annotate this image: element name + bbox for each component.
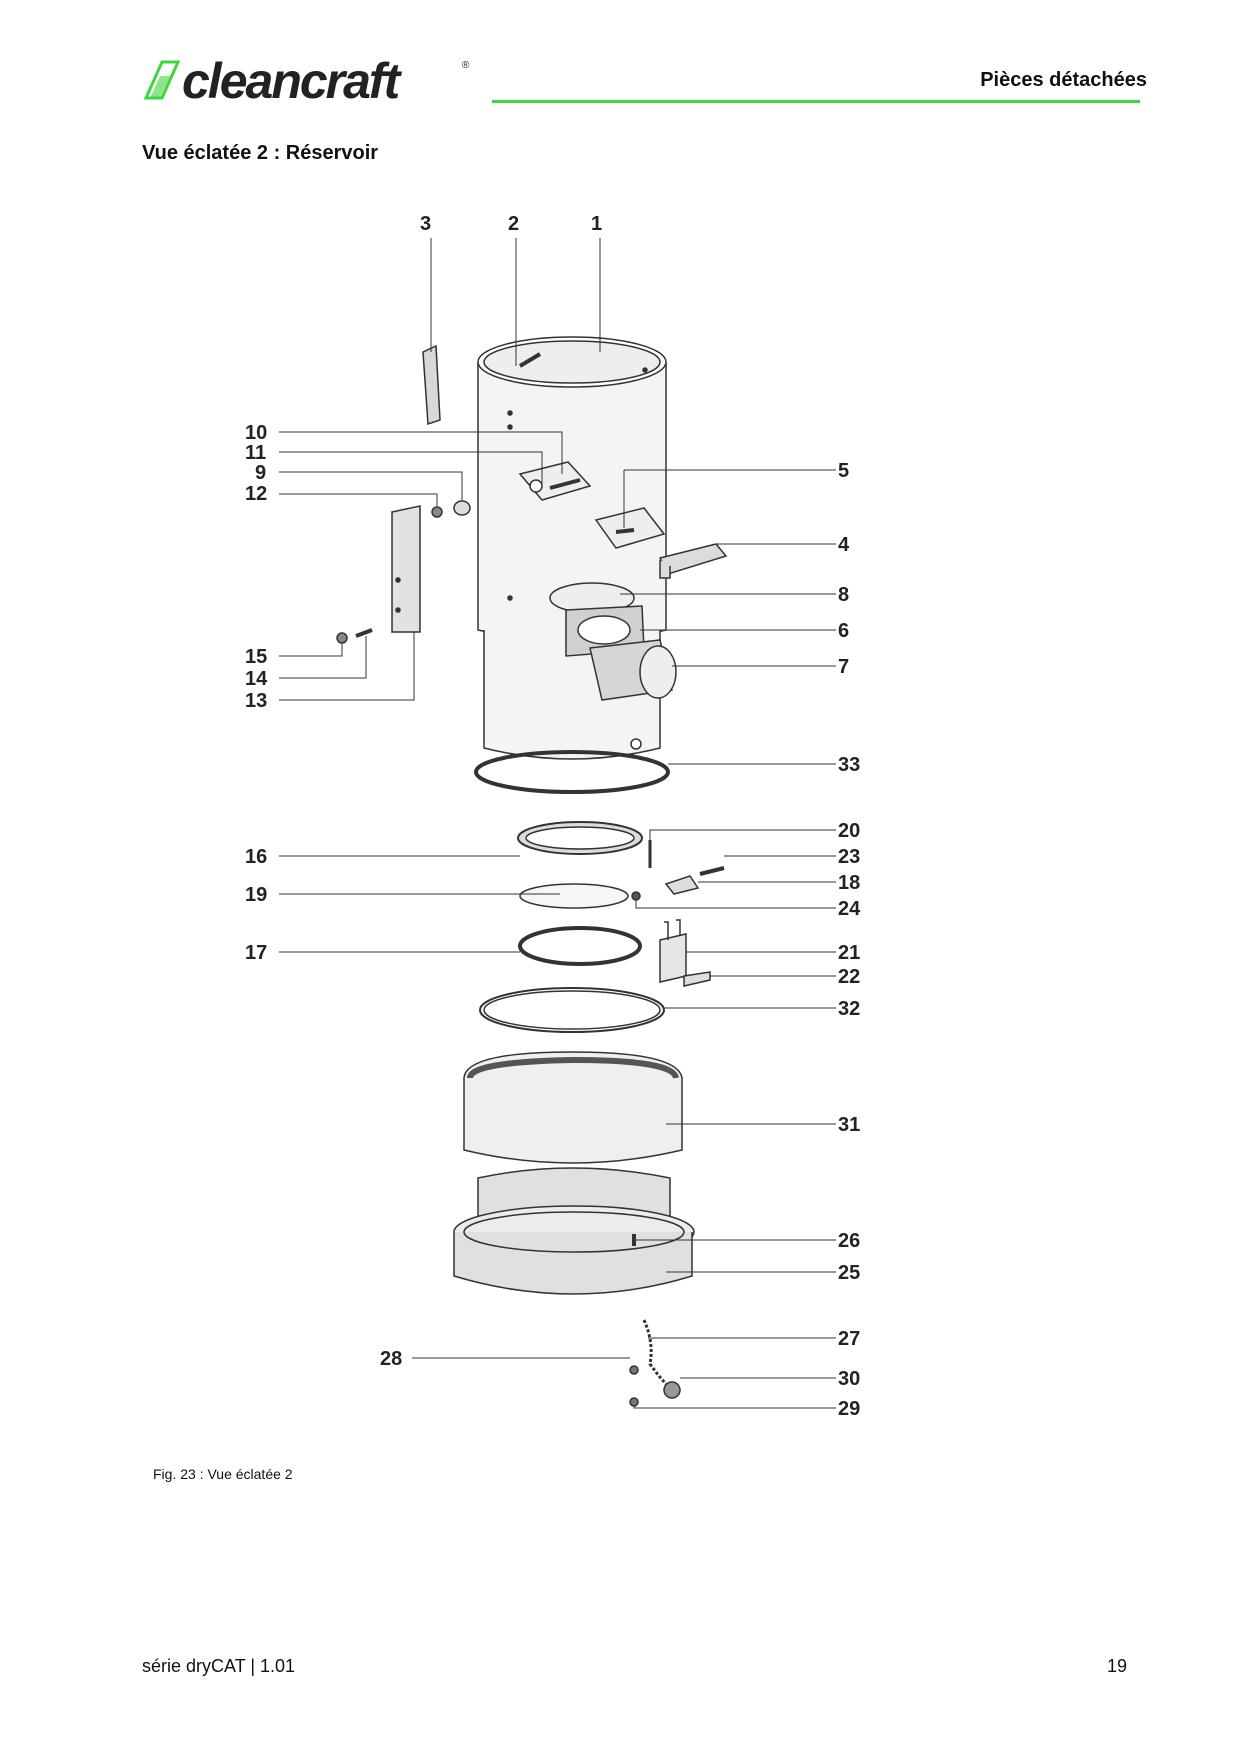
part-label-22: 22 (838, 966, 860, 988)
part-label-16: 16 (245, 846, 267, 868)
part-label-5: 5 (838, 460, 849, 482)
header-divider (492, 100, 1140, 103)
logo-mark-icon (143, 60, 181, 100)
part-label-23: 23 (838, 846, 860, 868)
exploded-view-diagram: 3 2 1 10 11 9 12 5 4 8 6 7 15 14 13 33 2… (245, 213, 861, 1420)
part-label-4: 4 (838, 534, 850, 556)
part-label-20: 20 (838, 820, 860, 842)
part-label-7: 7 (838, 656, 849, 678)
part-label-26: 26 (838, 1230, 860, 1252)
section-title: Vue éclatée 2 : Réservoir (142, 142, 379, 164)
part-label-6: 6 (838, 620, 849, 642)
logo-registered-mark: ® (462, 60, 470, 71)
cleancraft-logo: cleancraft ® (142, 53, 482, 109)
part-label-15: 15 (245, 646, 267, 668)
part-label-12: 12 (245, 483, 267, 505)
part-label-30: 30 (838, 1368, 860, 1390)
part-label-33: 33 (838, 754, 860, 776)
part-label-11: 11 (245, 442, 266, 464)
part-label-31: 31 (838, 1114, 860, 1136)
part-label-3: 3 (420, 213, 431, 235)
part-label-9: 9 (255, 462, 266, 484)
page-number: 19 (1106, 1656, 1127, 1676)
part-label-32: 32 (838, 998, 860, 1020)
part-label-1: 1 (591, 213, 602, 235)
part-label-27: 27 (838, 1328, 860, 1350)
logo-wordmark: cleancraft (182, 53, 400, 109)
part-label-18: 18 (838, 872, 860, 894)
part-label-17: 17 (245, 942, 267, 964)
part-label-13: 13 (245, 690, 267, 712)
part-label-25: 25 (838, 1262, 860, 1284)
part-label-2: 2 (508, 213, 519, 235)
part-label-19: 19 (245, 884, 267, 906)
latch-part (422, 344, 441, 426)
part-label-24: 24 (838, 898, 861, 920)
figure-caption: Fig. 23 : Vue éclatée 2 (153, 1466, 293, 1482)
part-label-29: 29 (838, 1398, 860, 1420)
part-label-14: 14 (245, 668, 268, 690)
part-label-28: 28 (380, 1348, 402, 1370)
page-header-title: Pièces détachées (980, 69, 1147, 91)
part-label-10: 10 (245, 422, 267, 444)
tank-body (477, 336, 667, 760)
part-label-8: 8 (838, 584, 849, 606)
footer-series: série dryCAT | 1.01 (142, 1656, 296, 1676)
part-label-21: 21 (838, 942, 860, 964)
